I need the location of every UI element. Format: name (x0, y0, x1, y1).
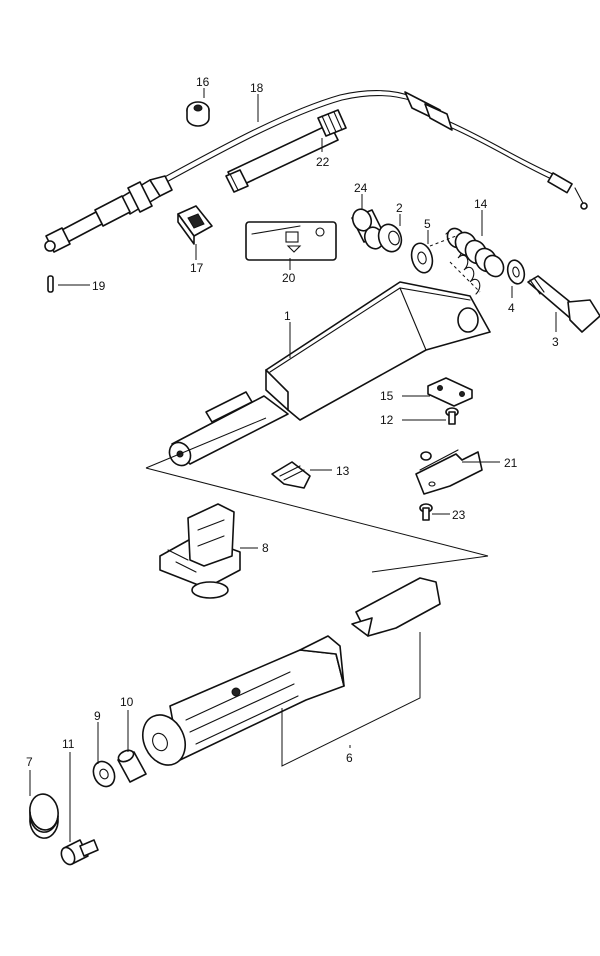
label-3: 3 (552, 335, 559, 349)
label-2: 2 (396, 201, 403, 215)
label-24: 24 (354, 181, 368, 195)
part-2-bushing (377, 223, 403, 253)
label-6: 6 (346, 751, 353, 765)
part-19-pin (47, 275, 54, 293)
label-22: 22 (316, 155, 330, 169)
part-14-spring (429, 227, 505, 295)
part-8-stop-switch (159, 503, 241, 599)
part-15-plate (427, 377, 473, 407)
part-11-bolt (60, 839, 99, 866)
label-11: 11 (62, 737, 75, 751)
label-12: 12 (380, 413, 394, 427)
part-12-screw (445, 407, 459, 425)
label-13: 13 (336, 464, 350, 478)
part-18-throttle-cable (44, 90, 588, 253)
part-17-stopper (177, 205, 213, 245)
label-10: 10 (120, 695, 134, 709)
label-19: 19 (92, 279, 106, 293)
part-9-washer (92, 760, 116, 788)
label-20: 20 (282, 271, 296, 285)
leader-lines (29, 88, 557, 842)
label-16: 16 (196, 75, 210, 89)
label-8: 8 (262, 541, 269, 555)
label-15: 15 (380, 389, 394, 403)
label-17: 17 (190, 261, 204, 275)
label-23: 23 (452, 508, 466, 522)
part-6-leader-bracket (281, 632, 421, 767)
label-9: 9 (94, 709, 101, 723)
label-18: 18 (250, 81, 264, 95)
label-21: 21 (504, 456, 518, 470)
assembly-frame-lines (145, 417, 489, 573)
label-7: 7 (26, 755, 33, 769)
label-14: 14 (474, 197, 488, 211)
part-4-washer (506, 259, 526, 285)
part-20-decal (245, 221, 337, 261)
label-4: 4 (508, 301, 515, 315)
label-1: 1 (284, 309, 291, 323)
part-23-screw (419, 503, 433, 521)
part-3-bolt (527, 275, 600, 333)
part-22-threaded-shaft (225, 109, 347, 193)
part-7-cap (29, 793, 59, 839)
part-number-labels: 16 18 22 17 19 20 24 2 5 14 4 3 1 15 12 … (26, 75, 559, 769)
part-21-bracket (415, 449, 483, 495)
label-5: 5 (424, 217, 431, 231)
part-13-clip (271, 461, 311, 489)
part-16-grommet (186, 101, 210, 127)
part-10-sleeve (117, 749, 147, 783)
part-1-tiller-bracket (168, 281, 491, 467)
part-6-throttle-grip (142, 577, 441, 766)
part-5-washer (410, 242, 434, 274)
